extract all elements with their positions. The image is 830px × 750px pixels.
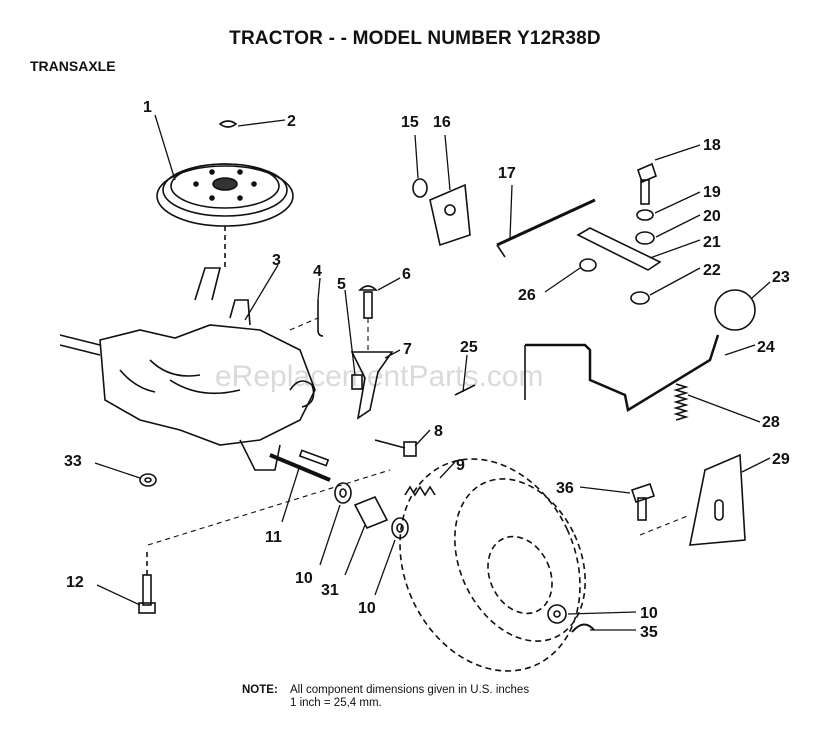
part-label: 8 [434,423,443,440]
pulley [156,163,294,270]
note-line-1: All component dimensions given in U.S. i… [290,684,530,696]
dimension-note: NOTE: All component dimensions given in U… [242,684,529,710]
part-label: 6 [402,266,411,283]
note-line-2: 1 inch = 25,4 mm. [290,697,382,709]
part-label: 22 [703,262,721,279]
part-label: 18 [703,137,721,154]
part-label: 25 [460,339,478,356]
watermark: eReplacementParts.com [215,360,544,393]
part-label: 15 [401,114,419,131]
part-label: 7 [403,341,412,358]
part-label: 33 [64,453,82,470]
part-label: 28 [762,414,780,431]
part-label: 4 [313,263,322,280]
leader-lines [94,114,771,631]
part-label: 10 [358,600,376,617]
part-label: 17 [498,165,516,182]
part-label: 24 [757,339,775,356]
part-label: 26 [518,287,536,304]
diagram-title: TRACTOR - - MODEL NUMBER Y12R38D [229,28,601,49]
part-label: 23 [772,269,790,286]
part-label: 3 [272,252,281,269]
part-label: 9 [456,457,465,474]
section-title: TRANSAXLE [30,58,116,74]
part-label: 1 [143,99,152,116]
part-label: 29 [772,451,790,468]
part-label: 36 [556,480,574,497]
part-label: 11 [265,529,282,546]
part-label: 21 [703,234,721,251]
key-part [218,120,238,128]
part-labels: 1 2 3 4 5 6 7 8 9 11 10 31 10 10 35 12 3… [64,99,790,641]
part-label: 31 [321,582,339,599]
part-label: 35 [640,624,658,641]
part-label: 12 [66,574,84,591]
part-label: 5 [337,276,346,293]
part-label: 10 [295,570,313,587]
part-label: 2 [287,113,296,130]
note-label: NOTE: [242,684,278,696]
transaxle [59,267,331,482]
part-label: 20 [703,208,721,225]
part-label: 10 [640,605,658,622]
wheel [399,458,586,672]
part-label: 19 [703,184,721,201]
part-label: 16 [433,114,451,131]
